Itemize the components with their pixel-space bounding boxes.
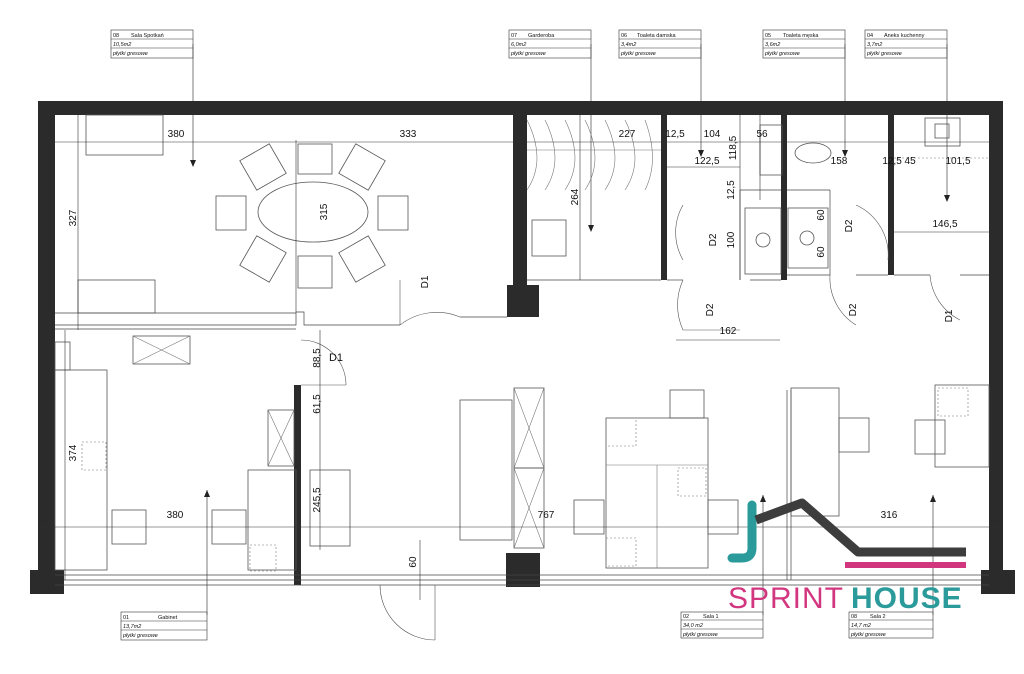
room-tag-sala-spotkan: 08 Sala Spotkań 10,5m2 płytki gresowe	[110, 29, 194, 160]
tag-area: 10,5m2	[113, 42, 131, 48]
dim-label: 60	[816, 246, 827, 258]
walls	[30, 101, 1015, 594]
tag-num: 02	[683, 614, 689, 620]
dim-label: 333	[400, 129, 417, 140]
tag-area: 3,4m2	[621, 42, 636, 48]
tag-area: 3,6m2	[765, 42, 780, 48]
tag-finish: płytki gresowe	[510, 51, 546, 57]
dim-label: 12,5	[726, 180, 737, 200]
dim-label: 100	[726, 231, 737, 248]
sprint-house-logo: SPRINT HOUSE	[727, 498, 966, 615]
tag-area: 3,7m2	[867, 42, 882, 48]
tag-name: Toaleta damska	[637, 33, 676, 39]
dim-label: 61,5	[312, 394, 323, 414]
tag-name: Gabinet	[158, 615, 178, 621]
dim-label: 158	[831, 156, 848, 167]
room-tag-toaleta-meska: 05 Toaleta męska 3,6m2 płytki gresowe	[762, 29, 846, 150]
dim-label: 227	[619, 129, 636, 140]
tag-name: Toaleta męska	[783, 33, 819, 39]
room-tag-gabinet: 01 Gabinet 13,7m2 płytki gresowe	[120, 490, 208, 641]
tag-area: 14,7 m2	[851, 623, 871, 629]
tag-num: 08	[113, 33, 119, 39]
door-label: D1	[944, 309, 955, 322]
dim-label: 146,5	[932, 219, 957, 230]
tag-num: 01	[123, 615, 129, 621]
dim-label: 767	[538, 510, 555, 521]
tag-name: Sala 2	[870, 614, 886, 620]
dim-label: 315	[319, 203, 330, 220]
logo-word-house: HOUSE	[851, 582, 963, 615]
tag-finish: płytki gresowe	[620, 51, 656, 57]
dim-label: 316	[881, 510, 898, 521]
tag-finish: płytki gresowe	[866, 51, 902, 57]
door-label: D2	[708, 233, 719, 246]
door-label: D2	[844, 219, 855, 232]
tag-name: Garderoba	[528, 33, 555, 39]
office-furniture	[54, 335, 351, 572]
dim-label: 88,5	[312, 348, 323, 368]
tag-finish: płytki gresowe	[850, 632, 886, 638]
tag-finish: płytki gresowe	[682, 632, 718, 638]
tag-name: Sala 1	[703, 614, 719, 620]
door-labels: D1 D1 D2 D2 D2 D2 D1	[329, 219, 955, 364]
tag-name: Sala Spotkań	[131, 33, 164, 39]
tag-num: 04	[867, 33, 873, 39]
wardrobe	[526, 119, 661, 257]
tag-area: 13,7m2	[123, 624, 141, 630]
dimension-labels: 380 333 227 12,5 104 56 122,5 118,5 158 …	[68, 129, 971, 568]
tag-area: 34,0 m2	[683, 623, 703, 629]
dim-label: 380	[168, 129, 185, 140]
kitchen	[894, 117, 989, 159]
tag-arrows	[190, 150, 950, 502]
tag-num: 06	[621, 33, 627, 39]
dim-label: 118,5	[728, 135, 739, 160]
tag-name: Aneks kuchenny	[884, 33, 925, 39]
dim-label: 104	[704, 129, 721, 140]
cabinet	[85, 114, 164, 156]
dim-label: 12,5	[665, 129, 685, 140]
room-tag-sala-1: 02 Sala 1 34,0 m2 płytki gresowe	[680, 495, 764, 639]
dim-label: 162	[720, 326, 737, 337]
dim-label: 101,5	[945, 156, 970, 167]
room-tag-toaleta-damska: 06 Toaleta damska 3,4m2 płytki gresowe	[618, 29, 702, 150]
dim-label: 60	[408, 556, 419, 568]
door-label: D1	[420, 275, 431, 288]
tag-finish: płytki gresowe	[112, 51, 148, 57]
tag-finish: płytki gresowe	[764, 51, 800, 57]
tag-num: 08	[851, 614, 857, 620]
room-tag-sala-2: 08 Sala 2 14,7 m2 płytki gresowe	[848, 495, 934, 639]
door-label: D1	[329, 352, 343, 364]
logo-roof-stroke	[754, 498, 966, 557]
dim-label: 374	[68, 444, 79, 461]
cabinet	[77, 279, 156, 314]
dim-label: 12,5 45	[882, 156, 916, 167]
room-tag-aneks-kuchenny: 04 Aneks kuchenny 3,7m2 płytki gresowe	[864, 29, 948, 195]
dim-label: 122,5	[694, 156, 719, 167]
tag-num: 05	[765, 33, 771, 39]
room1-furniture	[459, 387, 739, 569]
dim-label: 327	[68, 209, 79, 226]
dim-label: 380	[167, 510, 184, 521]
door-label: D2	[705, 303, 716, 316]
doors	[300, 204, 961, 641]
tag-num: 07	[511, 33, 517, 39]
room2-furniture	[790, 384, 990, 517]
logo-teal-stroke	[727, 500, 757, 563]
room-tag-garderoba: 07 Garderoba 6,0m2 płytki gresowe	[508, 29, 592, 225]
dimension-lines	[40, 115, 1000, 600]
dim-label: 56	[756, 129, 768, 140]
dim-label: 245,5	[312, 487, 323, 512]
tag-finish: płytki gresowe	[122, 633, 158, 639]
door-label: D2	[848, 303, 859, 316]
tag-area: 6,0m2	[511, 42, 526, 48]
dim-label: 60	[816, 209, 827, 221]
dim-label: 264	[570, 188, 581, 205]
logo-word-sprint: SPRINT	[728, 582, 844, 615]
meeting-table	[215, 143, 409, 289]
